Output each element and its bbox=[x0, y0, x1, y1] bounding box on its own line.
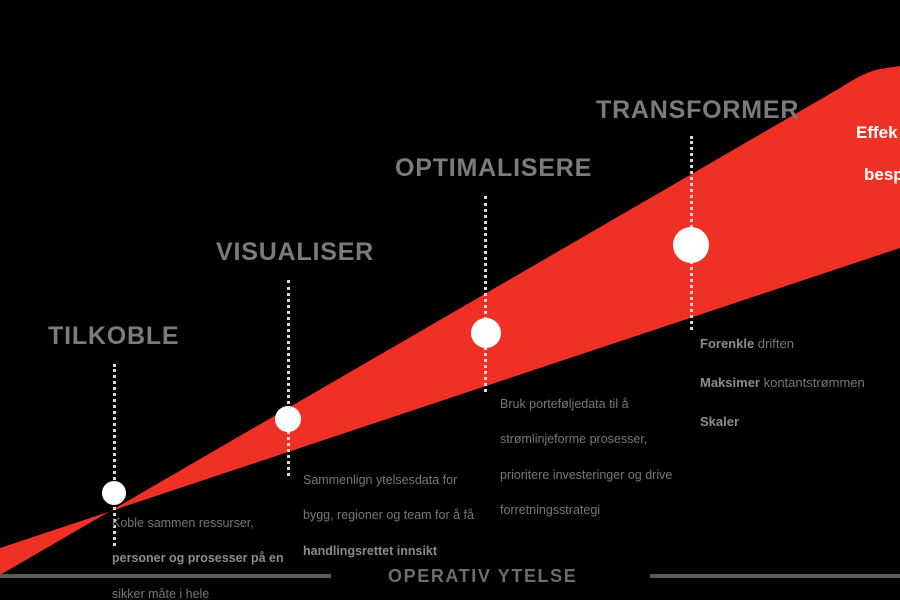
desc-line: Sammenlign ytelsesdata for bbox=[303, 472, 458, 487]
desc-line: sikker måte i hele bbox=[112, 586, 210, 600]
stage-heading-visualiser: VISUALISER bbox=[216, 238, 375, 266]
stage-description-tilkoble: Koble sammen ressurser, personer og pros… bbox=[112, 497, 294, 600]
connector-line-visualiser bbox=[287, 280, 290, 476]
axis-label: OPERATIV YTELSE bbox=[388, 566, 578, 586]
stage-description-transformer: Forenkle driften Maksimer kontantstrømme… bbox=[700, 314, 900, 431]
milestone-dot-optimalisere[interactable] bbox=[471, 318, 501, 348]
desc-keyword: Forenkle bbox=[700, 335, 755, 351]
stage-description-optimalisere: Bruk porteføljedata til å strømlinjeform… bbox=[500, 378, 705, 520]
desc-line: bygg, regioner og team for å få bbox=[303, 508, 474, 523]
outcome-callout-secondary: besp bbox=[864, 165, 900, 184]
desc-line: forretningsstrategi bbox=[500, 503, 601, 518]
stage-heading-transformer: TRANSFORMER bbox=[596, 96, 800, 124]
connector-line-optimalisere bbox=[484, 196, 487, 392]
connector-line-tilkoble bbox=[113, 364, 116, 546]
desc-keyword: Skaler bbox=[700, 413, 740, 429]
desc-line: personer og prosesser på en bbox=[112, 551, 284, 566]
milestone-dot-tilkoble[interactable] bbox=[102, 481, 126, 505]
desc-line: Koble sammen ressurser, bbox=[112, 515, 254, 530]
desc-line: handlingsrettet innsikt bbox=[303, 543, 438, 558]
desc-line: driften bbox=[754, 335, 794, 351]
milestone-dot-transformer[interactable] bbox=[673, 227, 709, 263]
desc-keyword: Maksimer bbox=[700, 374, 760, 390]
outcome-callout-primary: Effek bbox=[856, 123, 898, 142]
desc-line: kontantstrømmen bbox=[759, 374, 865, 390]
stage-description-visualiser: Sammenlign ytelsesdata for bygg, regione… bbox=[303, 454, 503, 561]
stage-heading-optimalisere: OPTIMALISERE bbox=[395, 154, 593, 182]
milestone-dot-visualiser[interactable] bbox=[275, 406, 301, 432]
desc-line: Bruk porteføljedata til å bbox=[500, 396, 629, 411]
desc-line: prioritere investeringer og drive bbox=[500, 467, 673, 482]
desc-line: strømlinjeforme prosesser, bbox=[500, 432, 648, 447]
stage-heading-tilkoble: TILKOBLE bbox=[48, 322, 180, 350]
axis-rule-left bbox=[0, 574, 331, 578]
axis-rule-right bbox=[650, 574, 900, 578]
